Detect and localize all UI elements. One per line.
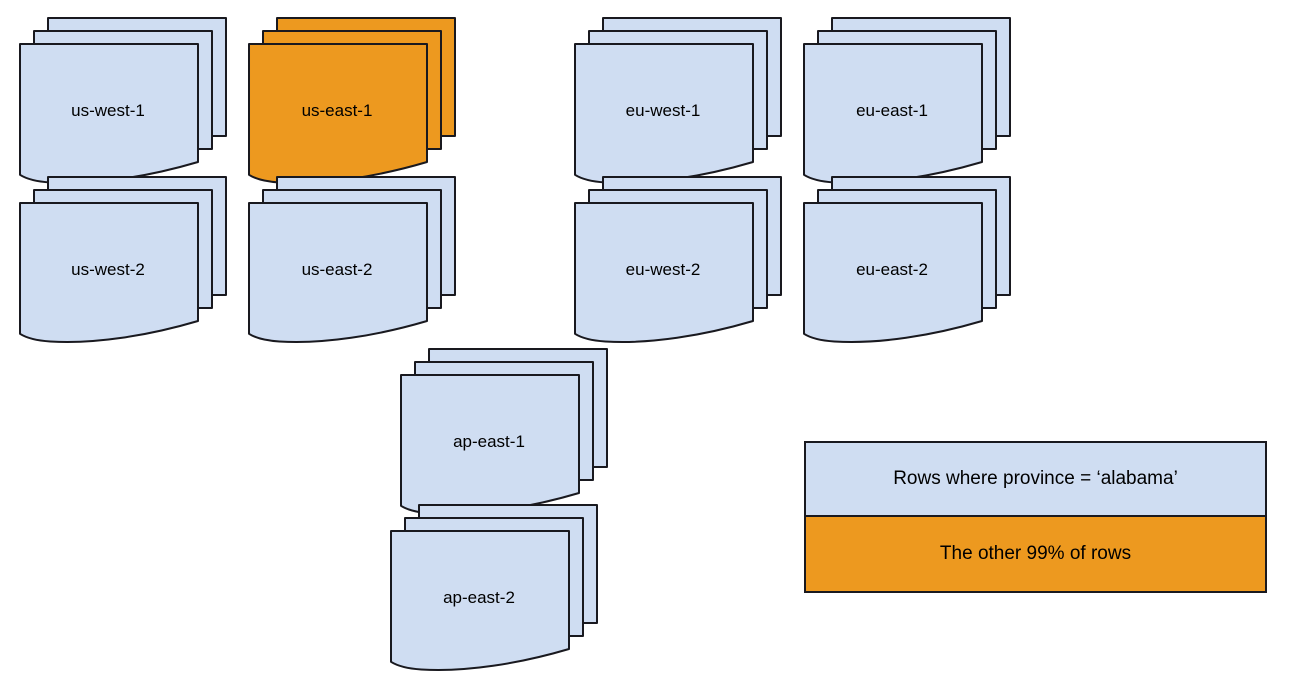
region-stack-us-west-2[interactable]: us-west-2 — [19, 176, 229, 350]
region-stack-eu-west-1[interactable]: eu-west-1 — [574, 17, 784, 191]
legend-item-label: The other 99% of rows — [939, 543, 1132, 564]
region-stack-graphic — [248, 17, 456, 184]
region-stack-graphic — [803, 17, 1011, 184]
region-label: ap-east-1 — [453, 432, 525, 451]
legend-item-1: The other 99% of rows — [804, 517, 1267, 593]
region-stack-us-east-2[interactable]: us-east-2 — [248, 176, 458, 350]
region-stack-us-west-1[interactable]: us-west-1 — [19, 17, 229, 191]
region-label: ap-east-2 — [443, 588, 515, 607]
region-stack-us-east-1[interactable]: us-east-1 — [248, 17, 458, 191]
region-label: eu-east-2 — [856, 260, 928, 279]
region-stack-graphic — [574, 17, 782, 184]
sheet-front — [574, 201, 754, 343]
region-label: us-west-1 — [71, 101, 145, 120]
region-label: eu-west-2 — [625, 260, 701, 279]
legend-item-0: Rows where province = ‘alabama’ — [804, 441, 1267, 517]
region-stack-graphic — [19, 176, 227, 343]
sheet-front — [248, 201, 428, 343]
region-label: us-west-2 — [71, 260, 145, 279]
region-stack-eu-east-2[interactable]: eu-east-2 — [803, 176, 1013, 350]
region-stack-graphic — [574, 176, 782, 343]
sheet-front — [390, 529, 570, 671]
legend-item-label: Rows where province = ‘alabama’ — [893, 468, 1178, 489]
region-stack-graphic — [400, 348, 608, 515]
region-stack-eu-east-1[interactable]: eu-east-1 — [803, 17, 1013, 191]
region-label: eu-east-1 — [856, 101, 928, 120]
legend: Rows where province = ‘alabama’ The other… — [804, 441, 1267, 593]
region-stack-ap-east-1[interactable]: ap-east-1 — [400, 348, 610, 522]
region-stack-graphic — [248, 176, 456, 343]
region-stack-eu-west-2[interactable]: eu-west-2 — [574, 176, 784, 350]
region-label: us-east-2 — [301, 260, 373, 279]
region-stack-graphic — [390, 504, 598, 671]
region-label: us-east-1 — [301, 101, 373, 120]
region-label: eu-west-1 — [625, 101, 701, 120]
sheet-front — [803, 201, 983, 343]
region-stack-ap-east-2[interactable]: ap-east-2 — [390, 504, 600, 678]
sheet-front — [19, 201, 199, 343]
region-stack-graphic — [19, 17, 227, 184]
region-stack-graphic — [803, 176, 1011, 343]
